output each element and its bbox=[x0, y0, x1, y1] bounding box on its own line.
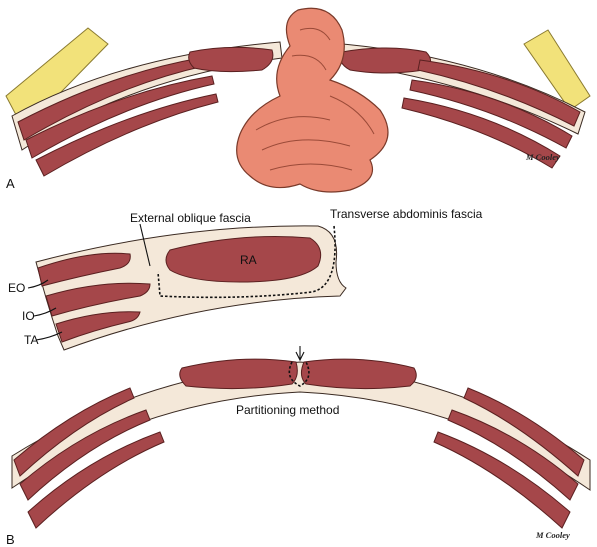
panel-a-right-muscle-1 bbox=[417, 59, 581, 127]
panel-b-closeup: External oblique fascia Transverse abdom… bbox=[8, 207, 483, 351]
bowel-loops bbox=[236, 7, 389, 193]
panel-a-right-rectus bbox=[339, 47, 431, 74]
panel-a-right-muscle-3 bbox=[401, 97, 561, 169]
io-muscle bbox=[45, 282, 151, 317]
ra-label: RA bbox=[240, 253, 257, 267]
external-oblique-fascia-label: External oblique fascia bbox=[130, 211, 251, 225]
partitioning-method-label: Partitioning method bbox=[236, 403, 339, 417]
panel-a-left-wall bbox=[5, 27, 283, 177]
rectus-abdominis bbox=[165, 236, 322, 283]
io-label: IO bbox=[22, 309, 35, 323]
transverse-fascia-line bbox=[157, 225, 336, 299]
panel-a-label: A bbox=[6, 176, 15, 191]
transverse-abdominis-fascia-label: Transverse abdominis fascia bbox=[330, 207, 483, 221]
eo-label: EO bbox=[8, 281, 25, 295]
panel-b-closed-wall: Partitioning method B M Cooley bbox=[6, 346, 591, 547]
panel-a-right-wall bbox=[315, 29, 591, 169]
panel-b-left-rectus bbox=[179, 358, 298, 390]
panel-a-signature: M Cooley bbox=[525, 152, 560, 162]
panel-a-left-muscle-3 bbox=[35, 93, 219, 177]
panel-a-left-rectus bbox=[188, 46, 274, 73]
ta-leader bbox=[35, 331, 63, 341]
midline-suture bbox=[295, 346, 305, 362]
external-oblique-leader bbox=[139, 223, 151, 267]
eo-leader bbox=[27, 279, 49, 289]
ta-label: TA bbox=[24, 333, 38, 347]
panel-b-left-muscles bbox=[13, 387, 165, 529]
ta-muscle bbox=[55, 311, 141, 343]
io-leader bbox=[33, 307, 57, 317]
panel-b-right-rectus bbox=[300, 358, 417, 390]
panel-b-signature: M Cooley bbox=[535, 530, 570, 540]
panel-a-left-muscle-2 bbox=[25, 75, 215, 159]
panel-b-label: B bbox=[6, 532, 15, 547]
partition-dash bbox=[288, 361, 310, 387]
panel-a-right-muscle-2 bbox=[409, 79, 573, 149]
panel-b-right-muscles bbox=[433, 387, 585, 529]
eo-muscle bbox=[37, 252, 131, 287]
panel-a: A M Cooley bbox=[5, 7, 591, 193]
